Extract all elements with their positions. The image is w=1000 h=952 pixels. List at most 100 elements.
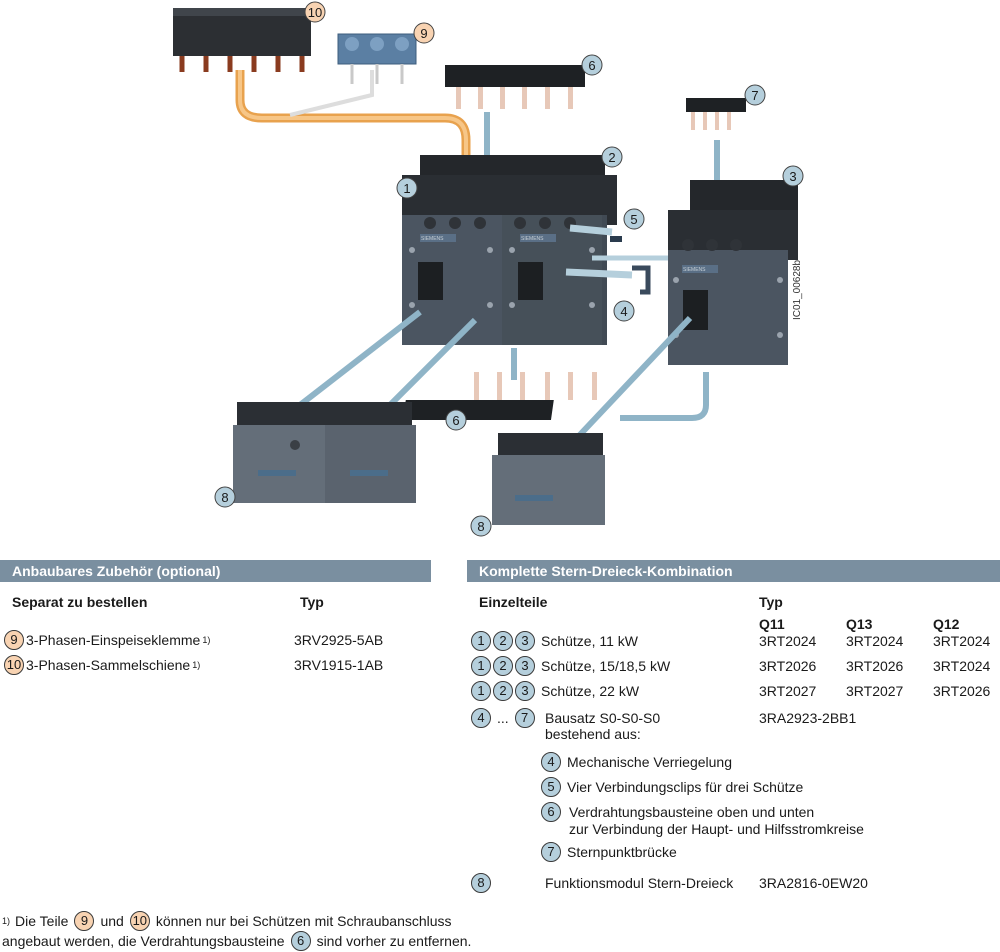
badge-9: 9 — [74, 911, 95, 931]
kit-type: 3RA2923-2BB1 — [759, 710, 857, 726]
three-phase-busbar — [173, 8, 311, 72]
svg-text:4: 4 — [620, 304, 627, 319]
row2-q11: 3RT2026 — [759, 658, 817, 674]
callout-9: 9 — [413, 22, 435, 44]
badge-2: 2 — [493, 656, 513, 676]
svg-text:7: 7 — [751, 88, 758, 103]
kit-part-5: 5 Vier Verbindungsclips für drei Schütze — [541, 777, 803, 797]
star-point-bridge — [686, 98, 746, 130]
badge-1: 1 — [471, 656, 491, 676]
function-module-right — [492, 433, 605, 525]
accessories-col-order: Separat zu bestellen — [12, 594, 148, 610]
module-row: 8 — [471, 873, 491, 893]
badge-1: 1 — [471, 681, 491, 701]
row3-q11: 3RT2027 — [759, 683, 817, 699]
subcol-q13: Q13 — [846, 616, 873, 632]
svg-text:SIEMENS: SIEMENS — [421, 236, 444, 242]
badge-3: 3 — [515, 631, 535, 651]
function-module-left — [233, 402, 416, 503]
kit-row: 4 ... 7 — [471, 708, 535, 728]
svg-text:8: 8 — [477, 519, 484, 534]
callout-10: 10 — [304, 1, 326, 23]
footnote-line1: 1) Die Teile 9 und 10 können nur bei Sch… — [2, 911, 452, 931]
top-wiring-module — [445, 65, 585, 109]
badge-4: 4 — [541, 752, 561, 772]
row1-q13: 3RT2024 — [846, 633, 904, 649]
svg-text:8: 8 — [221, 490, 228, 505]
badge-9: 9 — [4, 630, 24, 650]
accessories-col-type: Typ — [300, 594, 324, 610]
kit-part-6: 6 Verdrahtungsbausteine oben und unten — [541, 802, 814, 822]
subcol-q12: Q12 — [933, 616, 960, 632]
row-label: Schütze, 11 kW — [541, 633, 639, 649]
badge-6: 6 — [290, 931, 311, 951]
accessory-label: 3-Phasen-Einspeiseklemme — [26, 632, 201, 648]
badge-5: 5 — [541, 777, 561, 797]
svg-text:6: 6 — [452, 413, 459, 428]
svg-text:1: 1 — [403, 181, 410, 196]
module-label: Funktionsmodul Stern-Dreieck — [545, 875, 734, 891]
svg-text:3: 3 — [789, 169, 796, 184]
badge-2: 2 — [493, 681, 513, 701]
callout-5: 5 — [623, 208, 645, 230]
infeed-terminal — [337, 33, 417, 84]
accessory-type-9: 3RV2925-5AB — [294, 632, 384, 648]
badge-8: 8 — [471, 873, 491, 893]
kit-line2: bestehend aus: — [545, 726, 641, 742]
row-label: Schütze, 22 kW — [541, 683, 640, 699]
svg-text:9: 9 — [420, 26, 427, 41]
badge-7: 7 — [541, 842, 561, 862]
combination-header: Komplette Stern-Dreieck-Kombination — [467, 560, 1000, 582]
badge-3: 3 — [515, 681, 535, 701]
kit-part-7: 7 Sternpunktbrücke — [541, 842, 677, 862]
contactor-pair: SIEMENS SIEMENS — [402, 155, 617, 345]
kit-part-6-line2: zur Verbindung der Haupt- und Hilfsstrom… — [569, 821, 864, 837]
callouts: 10 9 6 7 2 1 3 5 4 6 8 8 — [214, 1, 804, 537]
kit-part-4: 4 Mechanische Verriegelung — [541, 752, 732, 772]
combination-col-type: Typ — [759, 594, 783, 610]
callout-3: 3 — [782, 165, 804, 187]
connection-clip — [610, 236, 622, 242]
image-id: IC01_00628b — [792, 260, 803, 320]
row1-q11: 3RT2024 — [759, 633, 817, 649]
row3-q13: 3RT2027 — [846, 683, 904, 699]
badge-4: 4 — [471, 708, 491, 728]
bottom-wiring-module — [402, 372, 597, 420]
accessory-label: 3-Phasen-Sammelschiene — [26, 657, 191, 673]
kit-line1: Bausatz S0-S0-S0 — [545, 710, 661, 726]
module-type: 3RA2816-0EW20 — [759, 875, 868, 891]
callout-4: 4 — [613, 300, 635, 322]
row3-q12: 3RT2026 — [933, 683, 991, 699]
callout-7: 7 — [744, 84, 766, 106]
badge-10: 10 — [4, 655, 24, 675]
svg-text:SIEMENS: SIEMENS — [683, 267, 706, 273]
row2-q13: 3RT2026 — [846, 658, 904, 674]
row-label: Schütze, 15/18,5 kW — [541, 658, 671, 674]
badge-10: 10 — [129, 911, 150, 931]
product-diagram: SIEMENS SIEMENS SIEMENS IC01_00628b — [173, 1, 804, 537]
callout-6-bottom: 6 — [445, 409, 467, 431]
svg-text:10: 10 — [308, 5, 322, 20]
badge-6: 6 — [541, 802, 561, 822]
callout-6-top: 6 — [581, 54, 603, 76]
badge-7: 7 — [514, 708, 535, 728]
accessory-type-10: 3RV1915-1AB — [294, 657, 384, 673]
svg-text:5: 5 — [630, 212, 637, 227]
footnote-line2: angebaut werden, die Verdrahtungsbaustei… — [2, 931, 472, 951]
svg-text:6: 6 — [588, 58, 595, 73]
callout-1: 1 — [396, 177, 418, 199]
badge-3: 3 — [515, 656, 535, 676]
callout-8-right: 8 — [470, 515, 492, 537]
contactor-single: SIEMENS — [668, 180, 798, 365]
kit-dots: ... — [497, 710, 509, 726]
mechanical-interlock — [632, 265, 651, 295]
row1-q12: 3RT2024 — [933, 633, 991, 649]
subcol-q11: Q11 — [759, 616, 785, 632]
callout-8-left: 8 — [214, 486, 236, 508]
combination-col-parts: Einzelteile — [479, 594, 548, 610]
